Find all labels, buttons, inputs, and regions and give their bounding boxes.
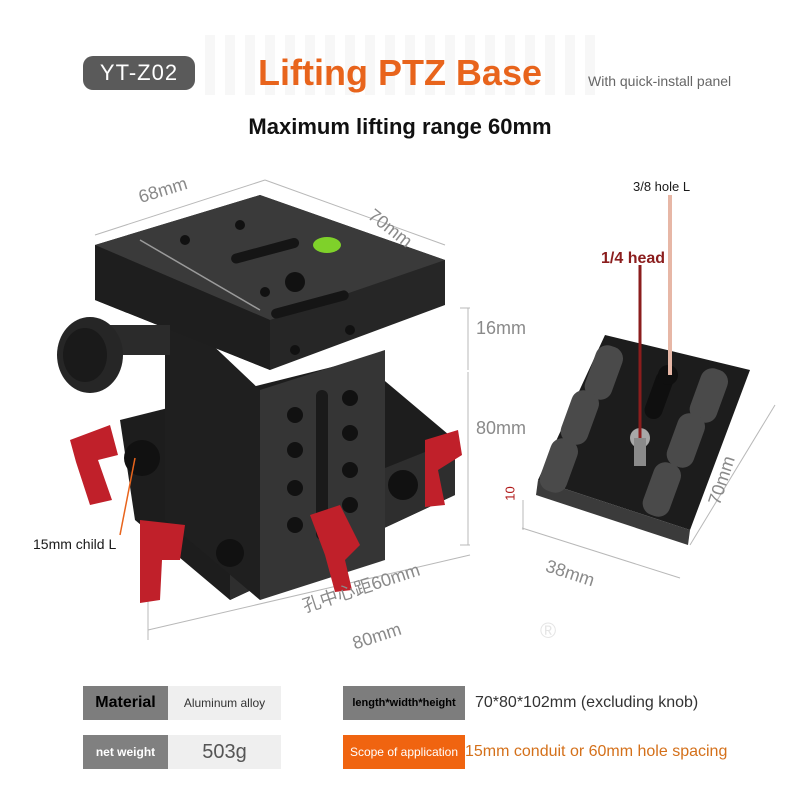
header-watermark — [205, 35, 605, 95]
dim-top-height: 16mm — [476, 318, 527, 338]
size-label: length*width*height — [343, 686, 465, 720]
lifting-base — [57, 195, 455, 600]
model-badge: YT-Z02 — [83, 56, 195, 90]
product-title: Lifting PTZ Base — [257, 52, 542, 93]
scope-value: 15mm conduit or 60mm hole spacing — [465, 743, 728, 760]
title-note: With quick-install panel — [588, 73, 732, 89]
scope-label: Scope of application — [343, 735, 465, 769]
dim-plate-thickness: 10 — [502, 486, 518, 501]
size-value: 70*80*102mm (excluding knob) — [475, 694, 699, 711]
callout-rod: 15mm child L — [33, 536, 117, 552]
weight-value: 503g — [168, 735, 281, 769]
product-subtitle: Maximum lifting range 60mm — [248, 114, 552, 139]
rod-callout-line — [119, 457, 136, 536]
weight-label: net weight — [83, 735, 168, 769]
dim-body-height: 80mm — [476, 418, 527, 438]
registered-mark: ® — [540, 618, 557, 643]
material-value: Aluminum alloy — [168, 686, 281, 720]
callout-hole: 3/8 hole L — [633, 179, 691, 194]
material-label: Material — [83, 686, 168, 720]
quick-release-plate — [536, 335, 750, 545]
red-levers — [70, 425, 462, 603]
callout-head: 1/4 head — [601, 250, 666, 267]
